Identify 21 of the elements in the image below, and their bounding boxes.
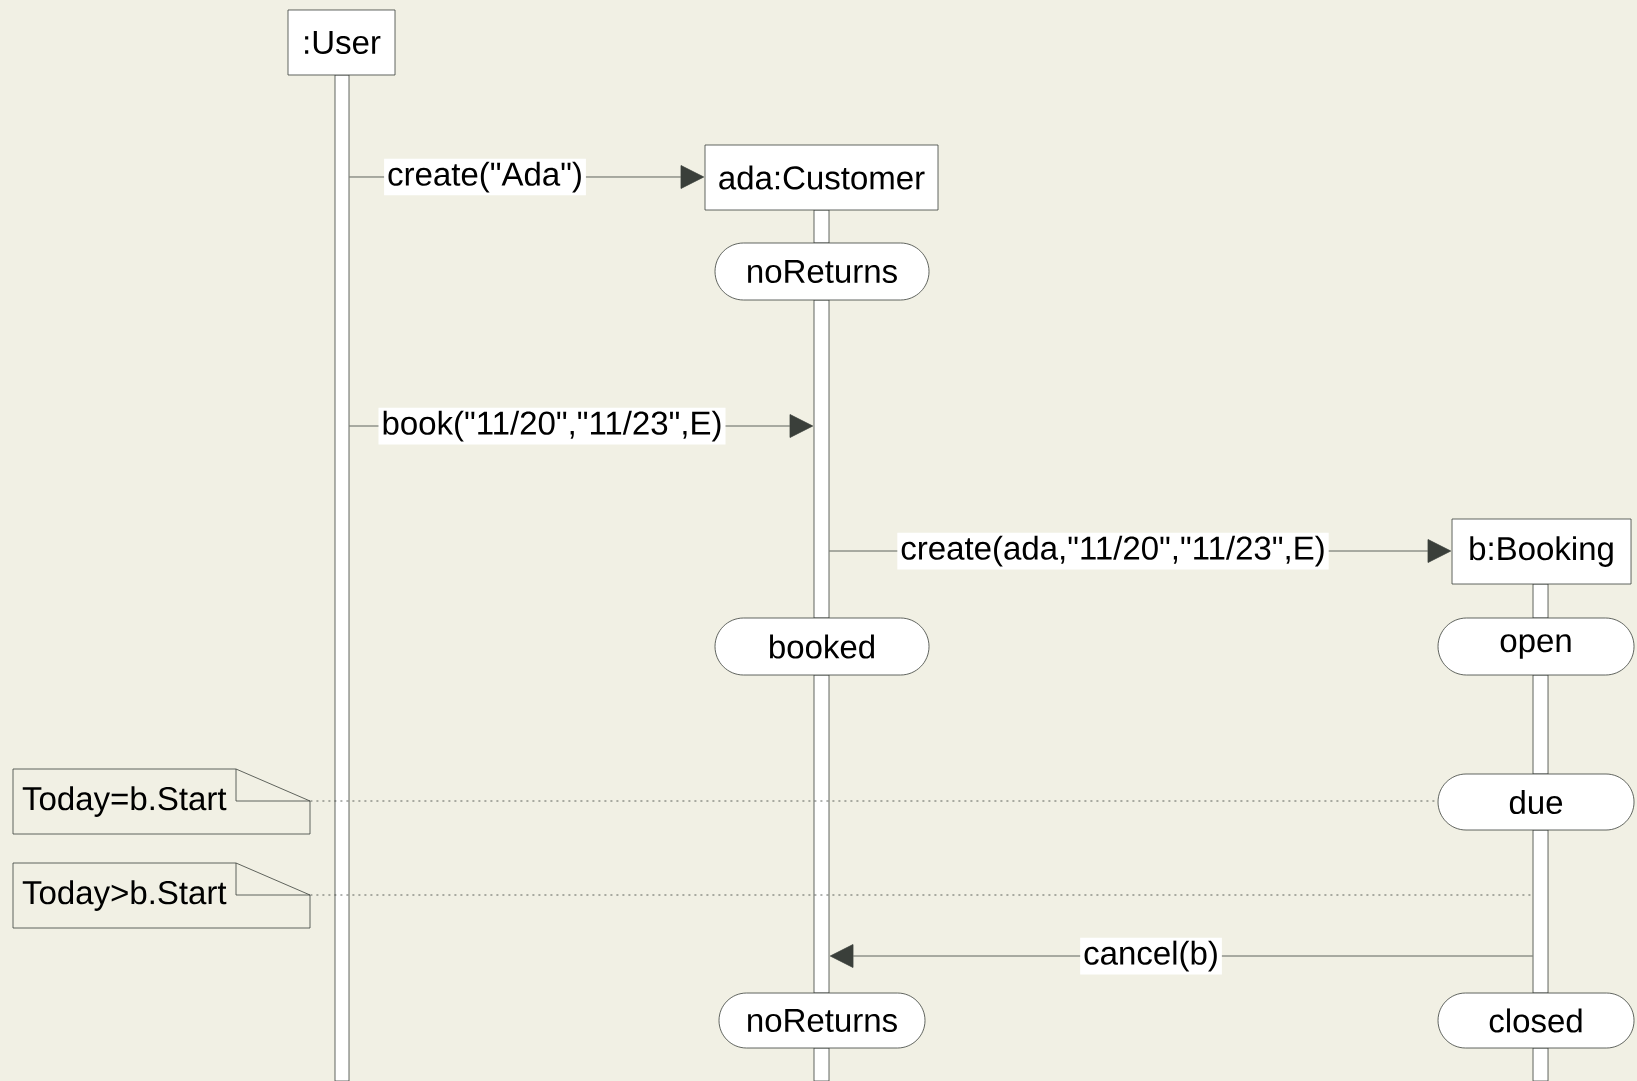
- note-box: Today=b.Start: [12, 768, 311, 835]
- lifeline-bar: [813, 674, 830, 994]
- edge-label: create("Ada"): [384, 158, 586, 196]
- state-box: closed: [1437, 992, 1635, 1049]
- edge-label: create(ada,"11/20","11/23",E): [897, 532, 1329, 570]
- lifeline-bar: [1532, 674, 1549, 775]
- lifeline-bar: [813, 299, 830, 619]
- edge-label: book("11/20","11/23",E): [378, 407, 726, 445]
- state-box: open: [1437, 617, 1635, 676]
- object-box: b:Booking: [1451, 518, 1632, 585]
- object-box: :User: [287, 9, 396, 76]
- state-box: noReturns: [718, 992, 926, 1049]
- edge-label: cancel(b): [1080, 937, 1222, 975]
- state-box: booked: [714, 617, 930, 676]
- note-box: Today>b.Start: [12, 862, 311, 929]
- object-box: ada:Customer: [704, 144, 939, 211]
- state-box: due: [1437, 773, 1635, 831]
- dotted-line: [310, 894, 1533, 896]
- lifeline-bar: [1532, 829, 1549, 994]
- dotted-line: [310, 800, 1438, 802]
- state-box: noReturns: [714, 242, 930, 301]
